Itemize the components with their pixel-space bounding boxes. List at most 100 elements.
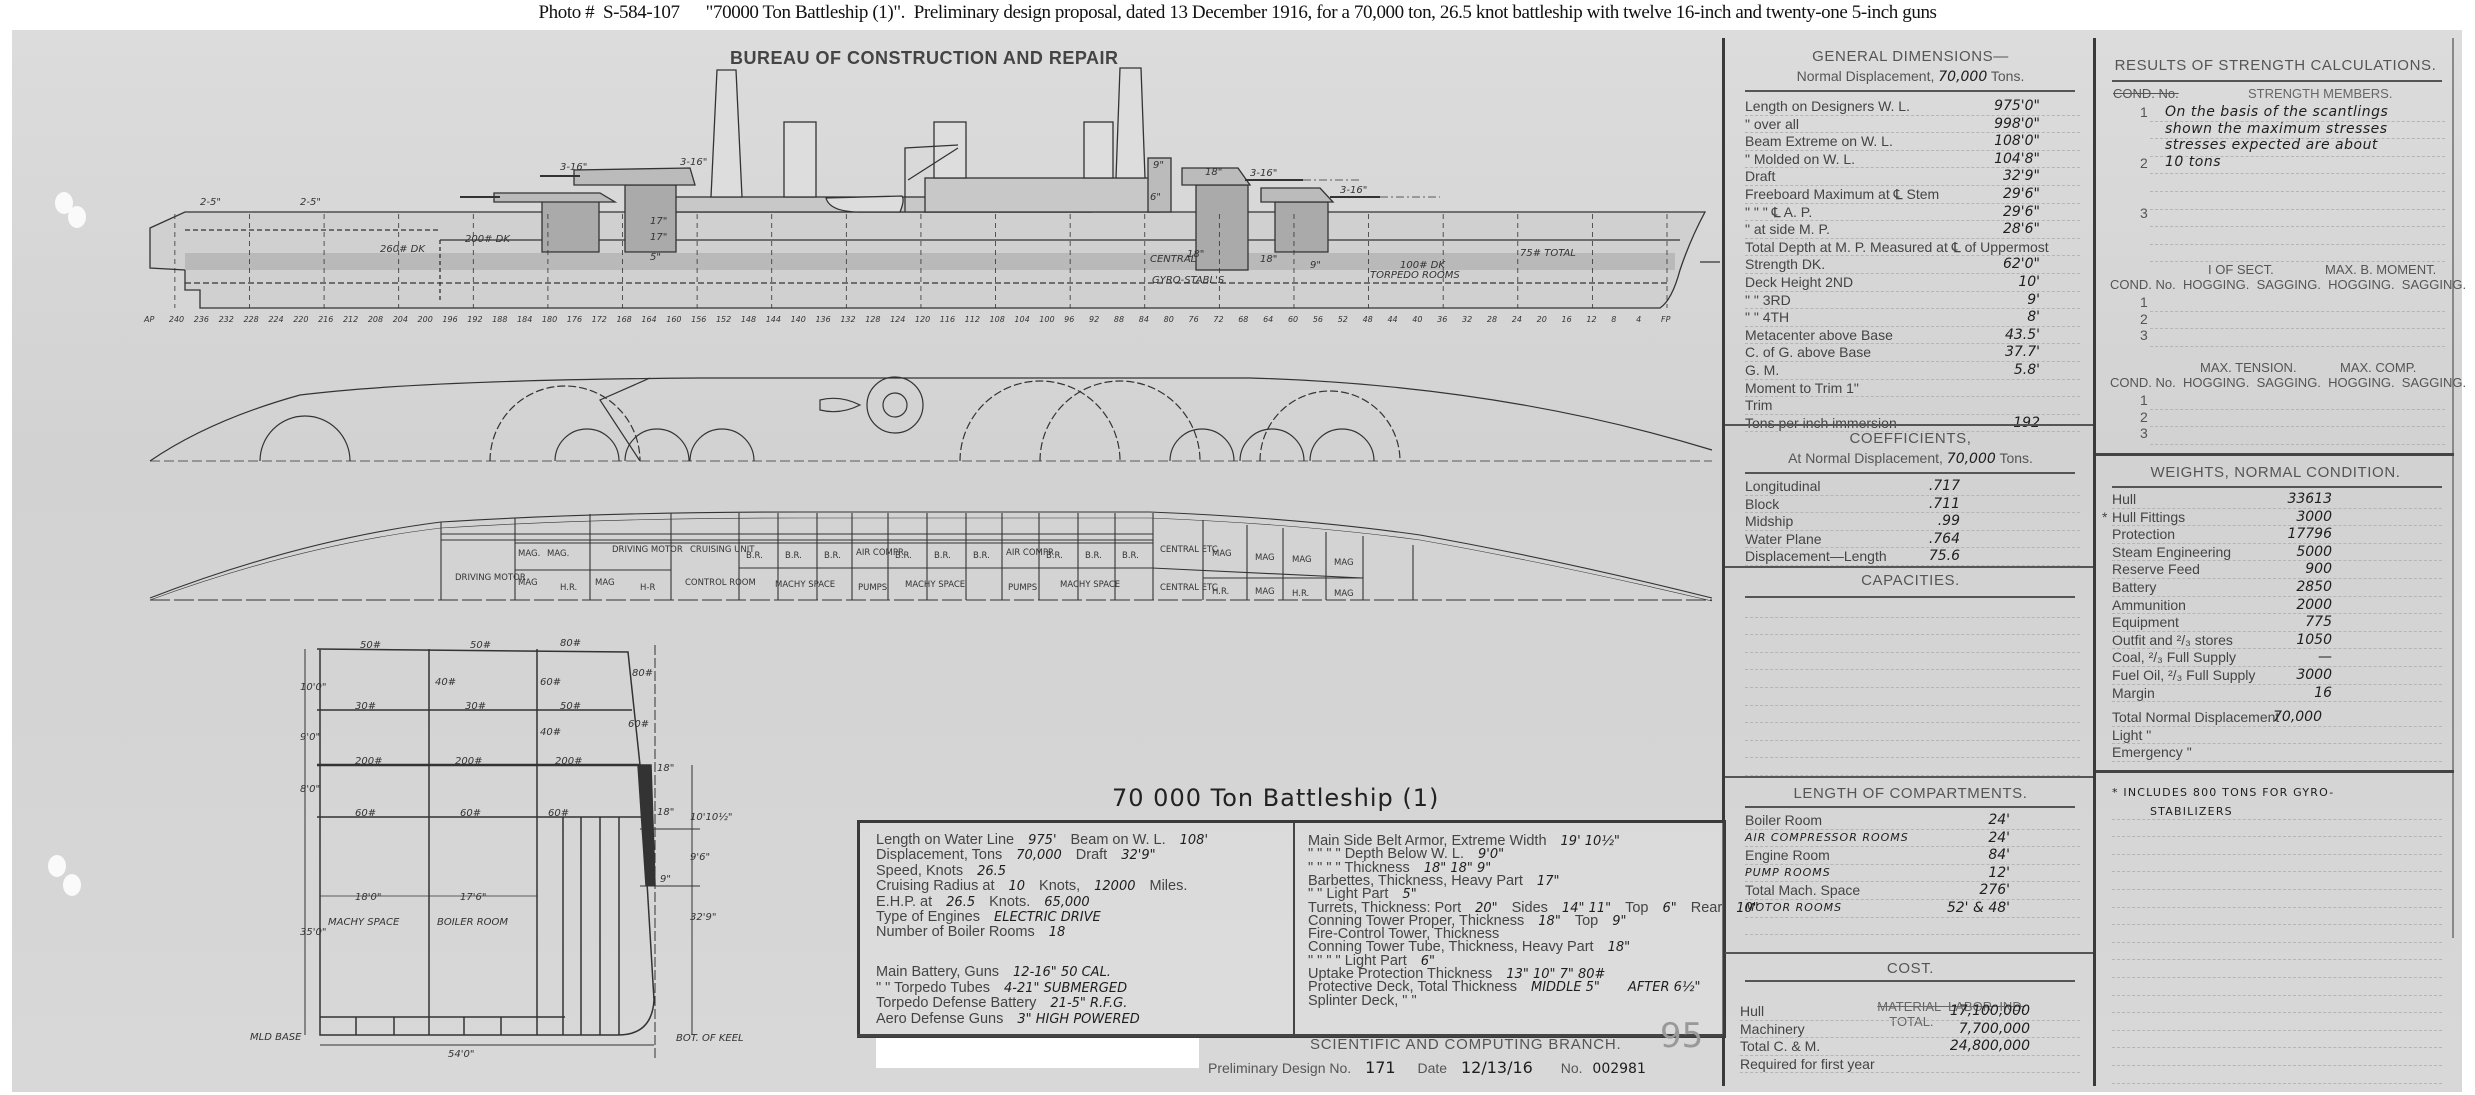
particular-label: Sides: [1511, 899, 1548, 916]
divider: [1745, 596, 2075, 598]
row-value: 192: [2013, 414, 2040, 431]
row-value: .764: [1928, 530, 1960, 547]
frame-number: 124: [890, 315, 905, 324]
row-value: 52' & 48': [1946, 899, 2010, 916]
particular-value: 108': [1179, 833, 1209, 848]
section-label: 60#: [355, 808, 376, 819]
divider: [2096, 770, 2454, 773]
particular-label: " " " " Thickness: [1308, 859, 1410, 876]
table-row: Moment to Trim 1": [1745, 380, 2080, 398]
compartment-label: B.R.: [973, 551, 990, 561]
punch-hole: [68, 206, 86, 228]
row-value: 37.7': [2004, 344, 2040, 361]
compartment-label: CRUISING UNIT: [690, 545, 755, 555]
frame-number: 8: [1611, 315, 1616, 324]
profile-label: 5": [650, 252, 661, 263]
row-label: Longitudinal: [1745, 478, 1821, 494]
sub-unit: Tons.: [1990, 68, 2025, 84]
frame-number: 12: [1586, 315, 1596, 324]
row-label: Machinery: [1740, 1020, 1805, 1037]
particular-value: 70,000: [1016, 848, 1062, 864]
row-number: 1: [2140, 392, 2148, 408]
row-value: 9': [2027, 291, 2040, 308]
profile-label: TORPEDO ROOMS: [1370, 270, 1460, 281]
frame-number: 68: [1238, 315, 1248, 324]
punch-hole: [55, 192, 73, 214]
row-number: 1: [2140, 294, 2148, 310]
particular-value: 21-5" R.F.G.: [1050, 996, 1128, 1012]
note-line: shown the maximum stresses: [2165, 120, 2388, 137]
blank-lines: [2112, 802, 2442, 1084]
frame-number: 152: [716, 315, 731, 324]
capacities-blank-lines: [1745, 600, 2080, 776]
section-label: 9": [660, 874, 671, 885]
row-label: " Molded on W. L.: [1745, 150, 1856, 167]
max-comp-header: MAX. COMP.: [2340, 360, 2417, 375]
profile-annotations: 2-5"2-5"3-16"3-16"3-16"3-16"200# DK260# …: [200, 157, 1576, 286]
frame-number: 132: [840, 315, 855, 324]
row-value: 276': [1979, 882, 2010, 899]
particular-label: Fire-Control Tower, Thickness: [1308, 926, 1500, 943]
divider: [1725, 566, 2093, 568]
particular-label: " " " " Light Part: [1308, 952, 1407, 969]
note-line: stresses expected are about: [2165, 137, 2378, 153]
drawing-heading: BUREAU OF CONSTRUCTION AND REPAIR: [730, 48, 1119, 68]
row-value: 104'8": [1994, 150, 2040, 167]
profile-label: 3-16": [1250, 168, 1277, 179]
frame-number: 20: [1537, 315, 1547, 324]
column-divider: [1722, 38, 1725, 1086]
frame-number: 220: [293, 315, 308, 324]
row-value: 2850: [2296, 578, 2332, 595]
row-label: C. of G. above Base: [1745, 344, 1872, 361]
profile-label: 3-16": [680, 157, 707, 168]
blank-line: [1745, 706, 2080, 724]
punch-hole: [63, 874, 81, 896]
blank-line: [1745, 918, 2080, 936]
strength-blank-lines: [2150, 104, 2445, 263]
profile-label: 100# DK: [1400, 260, 1446, 271]
funnel-mid: [933, 121, 967, 179]
row-label: Total C. & M.: [1740, 1038, 1821, 1055]
frame-number: 44: [1387, 315, 1397, 324]
profile-label: CENTRAL: [1150, 254, 1196, 265]
frame-number: 4: [1636, 315, 1641, 324]
aft-turret-lower: [493, 192, 618, 203]
photo-caption: Photo # S-584-107 "70000 Ton Battleship …: [538, 2, 1937, 23]
section-label: 30#: [465, 701, 486, 712]
weights-footnote: * INCLUDES 800 TONS FOR GYRO-: [2112, 786, 2335, 799]
row-label: Light ": [2112, 726, 2152, 743]
profile-label: 9": [1310, 260, 1321, 271]
row-label: Hull: [1740, 1003, 1765, 1019]
section-label: 18": [657, 807, 674, 818]
table-row: Trim: [1745, 397, 2080, 415]
particular-label: Displacement, Tons: [876, 847, 1003, 864]
sub-label: At Normal Displacement,: [1788, 450, 1943, 466]
row-label: Strength DK.: [1745, 256, 1826, 273]
particular-label: " " Light Part: [1308, 886, 1389, 903]
compartment-label: MAG.: [547, 549, 569, 559]
moi-header: I OF SECT.: [2208, 262, 2274, 277]
table-divider: [1293, 823, 1295, 1035]
particular-label: Conning Tower Proper, Thickness: [1308, 912, 1525, 929]
particular-value: 6": [1662, 900, 1677, 916]
section-label: 50#: [560, 701, 581, 712]
frame-number: 104: [1014, 315, 1029, 324]
row-value: 3000: [2296, 666, 2332, 683]
design-no: 171: [1365, 1058, 1396, 1077]
particulars-row: Fire-Control Tower, Thickness: [1308, 926, 1527, 942]
particular-label: Miles.: [1149, 878, 1188, 895]
max-tension-header: MAX. TENSION.: [2200, 360, 2297, 375]
row-value: 975'0": [1994, 98, 2040, 114]
aft-barbette: [541, 199, 600, 253]
section-label: 18'0": [355, 892, 381, 903]
design-line: Preliminary Design No. 171 Date 12/13/16…: [1208, 1058, 1646, 1077]
row-label: Fuel Oil, ²/₃ Full Supply: [2112, 666, 2256, 683]
